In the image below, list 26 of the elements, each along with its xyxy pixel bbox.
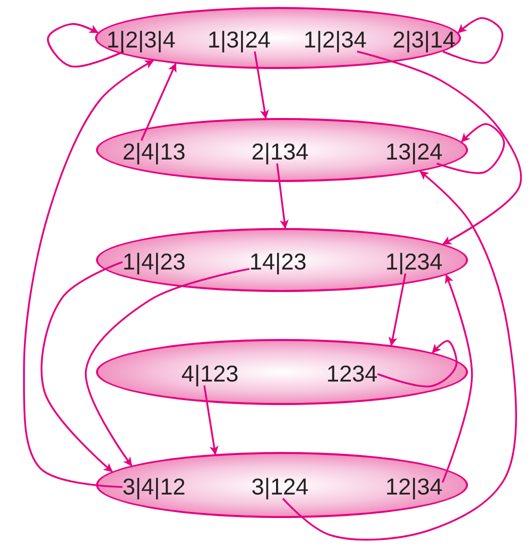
partition-label: 1|2|34 <box>303 28 367 52</box>
partition-label: 12|34 <box>385 476 443 498</box>
arrow <box>442 274 473 483</box>
partition-label: 1|2|3|4 <box>106 28 176 52</box>
arrow <box>436 123 505 174</box>
arrow <box>23 60 154 488</box>
arrow <box>40 261 123 472</box>
partition-label: 13|24 <box>385 140 443 164</box>
partition-label: 1|3|24 <box>207 28 271 52</box>
arrow <box>442 17 504 64</box>
partition-label: 2|134 <box>251 140 309 164</box>
arrow <box>85 268 250 466</box>
partition-label: 3|4|12 <box>122 476 186 498</box>
partition-label: 4|123 <box>181 362 239 386</box>
arrow <box>356 50 522 245</box>
partition-label: 1|234 <box>385 250 443 274</box>
partition-label: 1|4|23 <box>122 250 186 274</box>
partition-label: 2|3|14 <box>392 28 456 52</box>
partition-label: 3|124 <box>251 476 309 498</box>
partition-label: 2|4|13 <box>122 140 186 164</box>
arrow <box>377 340 458 388</box>
partition-label: 1234 <box>326 362 378 386</box>
arrow <box>282 170 517 541</box>
arrow <box>203 385 218 456</box>
state-ellipse <box>96 339 468 405</box>
partition-label: 14|23 <box>249 250 307 274</box>
